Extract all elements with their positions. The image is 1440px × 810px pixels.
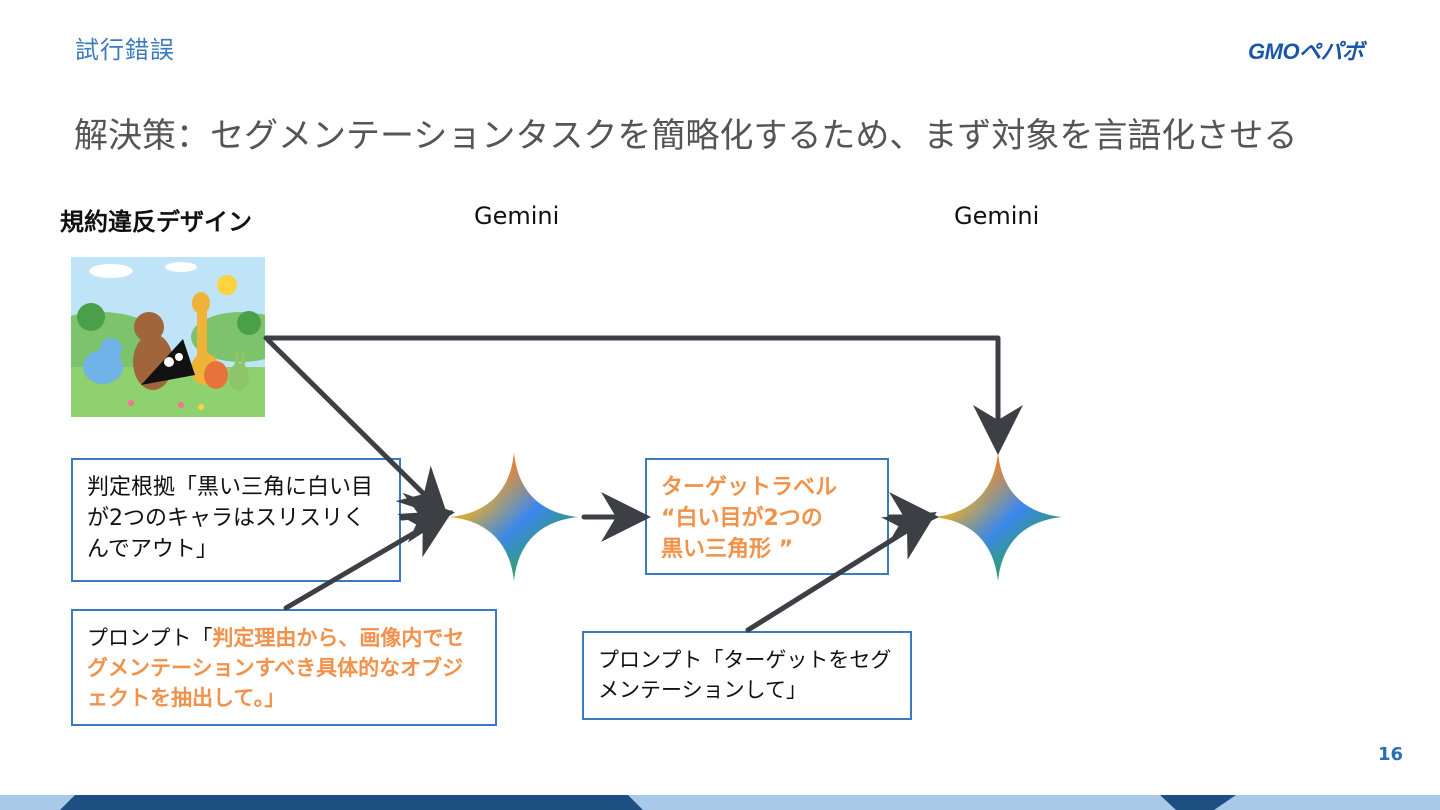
arrow-image-to-model2: [263, 335, 1023, 455]
prompt1-emphasis: 判定理由から、画像内でセグメンテーションすべき具体的なオブジェクトを抽出して。」: [87, 626, 465, 710]
gemini-star-icon: [934, 453, 1062, 581]
prompt1-box: プロンプト「判定理由から、画像内でセグメンテーションすべき具体的なオブジェクトを…: [71, 609, 497, 726]
reason-text: 判定根拠「黒い三角に白い目が2つのキャラはスリスリくんでアウト」: [87, 475, 374, 562]
input-heading: 規約違反デザイン: [60, 208, 252, 236]
model1-heading: Gemini: [474, 202, 560, 230]
section-label: 試行錯誤: [75, 36, 175, 64]
prompt1-prefix: プロンプト「: [87, 626, 213, 650]
arrow-reason-to-model1: [399, 492, 455, 543]
footer-bar: [0, 795, 1440, 810]
target-label-text: ターゲットラベル “白い目が2つの 黒い三角形 ”: [661, 475, 838, 562]
page-number: 16: [1378, 744, 1404, 765]
slide-title: 解決策：セグメンテーションタスクを簡略化するため、まず対象を言語化させる: [74, 116, 1298, 156]
prompt2-box: プロンプト「ターゲットをセグメンテーションして」: [582, 631, 912, 720]
company-logo: GMOペパボ: [1248, 39, 1364, 64]
prompt2-text: プロンプト「ターゲットをセグメンテーションして」: [598, 648, 892, 702]
reason-box: 判定根拠「黒い三角に白い目が2つのキャラはスリスリくんでアウト」: [71, 458, 401, 582]
sample-illustration-image: [71, 257, 265, 417]
target-label-box: ターゲットラベル “白い目が2つの 黒い三角形 ”: [645, 458, 889, 575]
gemini-star-icon: [450, 453, 578, 581]
model2-heading: Gemini: [954, 202, 1040, 230]
